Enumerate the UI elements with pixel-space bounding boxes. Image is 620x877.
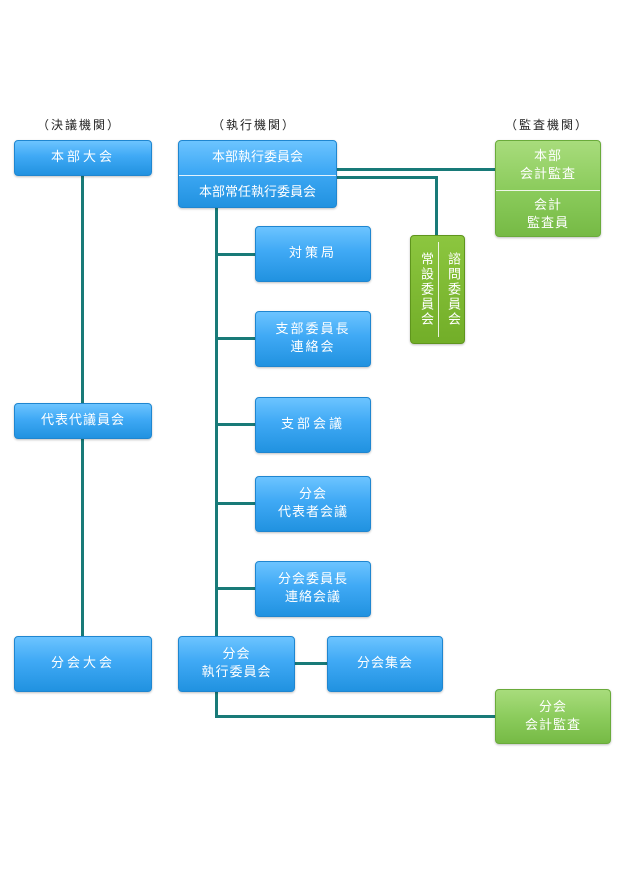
node-shibu-renraku[interactable]: 支部委員長 連絡会 xyxy=(255,311,371,367)
connector-bunkai-shikkou-shukai xyxy=(295,662,327,665)
node-honbu-taikai[interactable]: 本部大会 xyxy=(14,140,152,176)
node-label-line2: 会計監査 xyxy=(524,717,581,733)
node-label: 本部常任執行委員会 xyxy=(198,184,316,200)
node-label: 分会大会 xyxy=(50,656,115,671)
connector-to-bunkai-renraku xyxy=(215,587,255,590)
node-label-line1: 支部委員長 xyxy=(275,322,351,337)
node-bunkai-shukai[interactable]: 分会集会 xyxy=(327,636,443,692)
node-bunkai-taikai[interactable]: 分会大会 xyxy=(14,636,152,692)
header-audit: （監査機関） xyxy=(505,118,590,132)
node-bunkai-kansa[interactable]: 分会 会計監査 xyxy=(495,689,611,744)
connector-to-shibu-renraku xyxy=(215,337,255,340)
node-divider xyxy=(438,242,439,337)
node-label-line1: 会計 xyxy=(533,197,562,213)
connector-to-committees-v xyxy=(435,176,438,236)
node-honbu-shikkou: 本部執行委員会 xyxy=(179,141,336,175)
node-label: 代表代議員会 xyxy=(40,413,125,428)
connector-to-taisakukyoku xyxy=(215,253,255,256)
node-bunkai-daihyo[interactable]: 分会 代表者会議 xyxy=(255,476,371,532)
node-label-line1: 本部 xyxy=(533,148,562,164)
connector-to-committees-h xyxy=(337,176,438,179)
node-honbu-jonin: 本部常任執行委員会 xyxy=(179,176,336,209)
node-committees[interactable]: 常設委員会 諮問委員会 xyxy=(410,235,465,344)
connector-to-bunkai-kansa xyxy=(215,715,496,718)
header-legislative: （決議機関） xyxy=(37,118,122,132)
connector-exec-trunk xyxy=(215,205,218,718)
node-label-line1: 分会 xyxy=(298,487,327,502)
node-label-line2: 会計監査 xyxy=(519,166,576,182)
node-label-line2: 連絡会 xyxy=(290,340,336,355)
node-label-line2: 監査員 xyxy=(526,215,569,231)
node-bunkai-shikkou[interactable]: 分会 執行委員会 xyxy=(178,636,295,692)
node-label-line1: 分会 xyxy=(538,699,567,715)
node-label-line1: 分会 xyxy=(222,647,251,662)
connector-honbu-kansa xyxy=(337,168,496,171)
node-divider xyxy=(496,190,600,191)
connector-to-shibu-kaigi xyxy=(215,423,255,426)
node-label: 分会集会 xyxy=(356,656,413,671)
header-executive: （執行機関） xyxy=(212,118,297,132)
node-label-line2: 連絡会議 xyxy=(284,590,341,605)
node-daihyo-daigiin[interactable]: 代表代議員会 xyxy=(14,403,152,439)
node-label-line1: 分会委員長 xyxy=(277,572,348,587)
node-kaikei-kansain: 会計 監査員 xyxy=(496,191,600,238)
node-jousetsu: 常設委員会 xyxy=(418,252,433,327)
node-honbu-shikkou-group[interactable]: 本部執行委員会 本部常任執行委員会 xyxy=(178,140,337,208)
node-label: 対策局 xyxy=(288,246,337,261)
connector-to-bunkai-daihyo xyxy=(215,502,255,505)
node-bunkai-renraku[interactable]: 分会委員長 連絡会議 xyxy=(255,561,371,617)
node-taisakukyoku[interactable]: 対策局 xyxy=(255,226,371,282)
node-label: 本部執行委員会 xyxy=(211,150,303,165)
node-label-line2: 代表者会議 xyxy=(277,505,348,520)
node-label-line2: 執行委員会 xyxy=(201,665,272,680)
node-label: 本部大会 xyxy=(50,150,115,165)
node-honbu-kansa-group[interactable]: 本部 会計監査 会計 監査員 xyxy=(495,140,601,237)
node-divider xyxy=(179,175,336,176)
node-shibu-kaigi[interactable]: 支部会議 xyxy=(255,397,371,453)
node-honbu-kansa: 本部 会計監査 xyxy=(496,141,600,190)
node-shimon: 諮問委員会 xyxy=(445,252,460,327)
node-label: 支部会議 xyxy=(280,417,345,432)
